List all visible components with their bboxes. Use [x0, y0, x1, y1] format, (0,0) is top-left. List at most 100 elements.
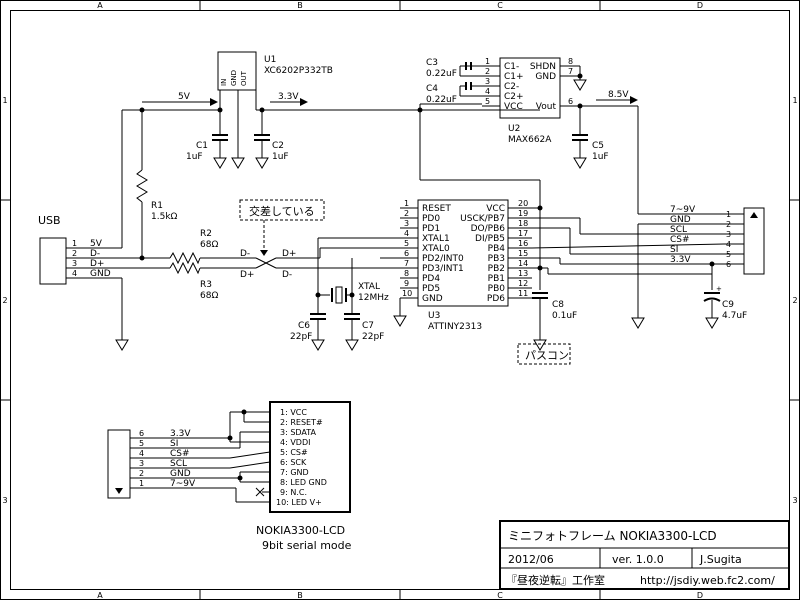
u3-right-name-15: PB3 [488, 254, 505, 264]
net-label-dplus-right: D+ [282, 249, 296, 259]
lcd-pin-1: 1: VCC [280, 408, 307, 417]
title-block-author: J.Sugita [699, 553, 742, 566]
capacitor-c3: C3 0.22uF [426, 58, 482, 79]
c7-value: 22pF [362, 332, 384, 342]
usb-pin-number-4: 4 [72, 269, 77, 278]
u2-left-pin-4: 4 [485, 87, 490, 96]
u3-left-number-10: 10 [402, 289, 412, 298]
frame-row-left-1: 1 [2, 96, 7, 105]
c9-plus-marker: + [716, 285, 722, 293]
charge-pump-u2: 1 2 3 4 5 C1- C1+ C2- C2+ VCC SHDN GND V… [482, 57, 587, 145]
u3-left-name-8: PD4 [422, 274, 440, 284]
lcd-title: NOKIA3300-LCD [256, 524, 345, 537]
u3-right-name-11: PD6 [487, 294, 505, 304]
frame-col-bottom-a: A [97, 591, 103, 600]
usb-pin-name-dminus: D- [90, 249, 100, 259]
conn-right-name-5: SI [670, 245, 678, 255]
usb-pin-name-dplus: D+ [90, 259, 104, 269]
c7-ref: C7 [362, 321, 374, 331]
u2-left-name-3: C2- [504, 82, 519, 92]
u3-right-number-11: 11 [518, 289, 528, 298]
u3-right-number-18: 18 [518, 219, 528, 228]
u3-right-number-17: 17 [518, 229, 528, 238]
c4-ref: C4 [426, 84, 438, 94]
c4-value: 0.22uF [426, 95, 457, 105]
capacitor-c7: C7 22pF [344, 313, 384, 351]
u3-left-number-9: 9 [404, 279, 409, 288]
frame-col-top-b: B [297, 1, 303, 10]
frame-col-bottom-d: D [697, 591, 703, 600]
u2-left-pin-3: 3 [485, 77, 490, 86]
lcd-pin-10: 10: LED V+ [276, 498, 322, 507]
u3-left-name-4: XTAL1 [422, 234, 450, 244]
title-block-url: http://jsdiy.web.fc2.com/ [640, 574, 775, 587]
c5-ref: C5 [592, 141, 604, 151]
u3-right-name-14: PB2 [488, 264, 505, 274]
net-label-dminus-right: D- [282, 270, 292, 280]
conn-left-number-2: 2 [139, 469, 144, 478]
c9-ref: C9 [722, 300, 734, 310]
u3-left-name-1: RESET [422, 204, 451, 214]
u3-left-number-5: 5 [404, 239, 409, 248]
capacitor-c8: C8 0.1uF [532, 292, 577, 351]
r1-value: 1.5kΩ [151, 212, 178, 222]
u3-ref: U3 [428, 311, 440, 321]
conn-left-name-5: SI [170, 439, 178, 449]
net-label-3v3: 3.3V [278, 92, 299, 102]
mcu-to-connector-wiring [531, 217, 725, 329]
u3-right-name-16: PB4 [488, 244, 506, 254]
resistor-r1: R1 1.5kΩ [136, 110, 178, 261]
usb-connector: USB 1 2 3 4 5V D- D+ GND [38, 214, 162, 351]
u3-right-number-16: 16 [518, 239, 528, 248]
title-block: ミニフォトフレーム NOKIA3300-LCD 2012/06 ver. 1.0… [499, 520, 790, 590]
u1-ref: U1 [264, 55, 276, 65]
c6-ref: C6 [298, 321, 310, 331]
u3-left-name-10: GND [422, 294, 443, 304]
note-bypass-text: パスコン [525, 349, 569, 362]
conn-left-number-1: 1 [139, 479, 144, 488]
ground-symbol-usb [115, 339, 129, 351]
u3-left-number-7: 7 [404, 259, 409, 268]
r3-ref: R3 [200, 280, 212, 290]
lcd-pin-4: 4: VDDI [280, 438, 310, 447]
u3-right-name-18: DO/PB6 [471, 224, 506, 234]
conn-right-number-3: 3 [726, 230, 731, 239]
usb-pin-number-3: 3 [72, 259, 77, 268]
conn-right-number-4: 4 [726, 240, 731, 249]
conn-left-number-5: 5 [139, 439, 144, 448]
capacitor-c1: C1 1uF [186, 134, 228, 169]
c2-ref: C2 [272, 141, 284, 151]
resistor-r3 [169, 261, 201, 275]
conn-left-name-2: GND [170, 469, 191, 479]
u2-right-pin-7: 7 [568, 67, 573, 76]
u2-right-name-vout: Vout [536, 102, 557, 112]
xtal-ref: XTAL [358, 282, 380, 292]
c2-value: 1uF [272, 152, 289, 162]
c8-ref: C8 [552, 300, 564, 310]
conn-right-number-6: 6 [726, 260, 731, 269]
u2-left-name-1: C1- [504, 62, 519, 72]
frame-row-left-3: 3 [2, 496, 7, 505]
connector-left: 6 5 4 3 2 1 3.3V SI CS# SCL GND 7~9V [107, 429, 240, 499]
conn-left-number-6: 6 [139, 429, 144, 438]
c5-value: 1uF [592, 152, 609, 162]
u3-left-number-8: 8 [404, 269, 409, 278]
connector-right: 1 2 3 4 5 6 7~9V GND SCL CS# SI 3.3V [670, 205, 765, 275]
u2-ref: U2 [508, 124, 520, 134]
crystal-xtal: XTAL 12MHz [315, 237, 400, 314]
u3-right-number-12: 12 [518, 279, 528, 288]
c1-ref: C1 [196, 141, 208, 151]
xtal-value: 12MHz [358, 293, 389, 303]
u2-right-pin-6: 6 [568, 97, 573, 106]
c9-value: 4.7uF [722, 311, 747, 321]
title-block-date: 2012/06 [508, 553, 554, 566]
u2-left-name-4: C2+ [504, 92, 524, 102]
frame-row-right-1: 1 [792, 96, 797, 105]
lcd-pin-8: 8: LED GND [280, 478, 327, 487]
frame-row-left-2: 2 [2, 296, 7, 305]
frame-row-right-2: 2 [792, 296, 797, 305]
conn-left-number-3: 3 [139, 459, 144, 468]
note-bypass: パスコン [517, 343, 571, 365]
usb-pin-name-5v: 5V [90, 239, 103, 249]
